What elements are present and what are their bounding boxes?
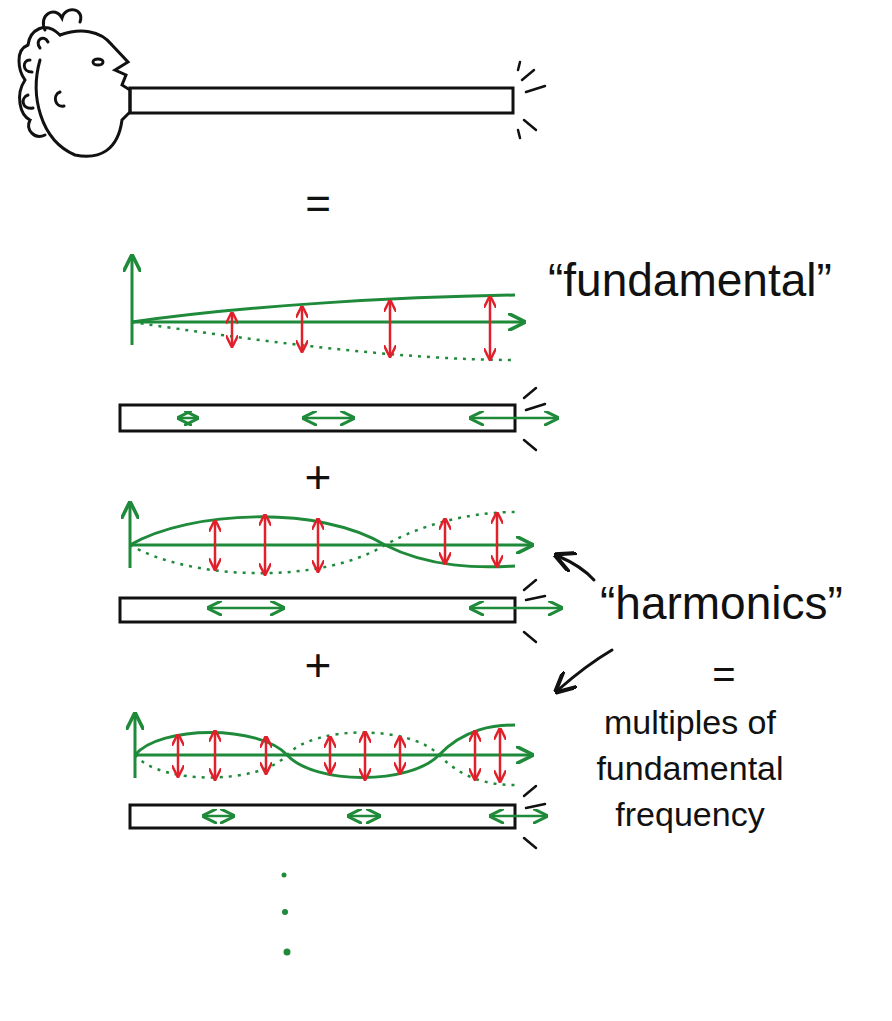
note-text: multiples of fundamental frequency [590,700,790,838]
harmonic-wave [135,716,530,785]
air-motion [180,417,556,420]
pipe [120,405,515,431]
sound-marks [518,62,545,138]
equals-sign: = [712,652,735,696]
person-head [19,10,130,157]
continuation-dots [282,873,291,956]
plus-sign: + [305,452,332,503]
pipe [120,598,515,622]
pipe [130,805,515,828]
equals-sign: = [305,180,331,228]
harmonic-wave [130,505,530,573]
harmonics-label: “harmonics” [600,578,843,629]
fundamental-label: “fundamental” [548,255,832,306]
pipe [130,88,513,113]
fundamental-wave [132,258,522,360]
plus-sign: + [305,640,332,691]
